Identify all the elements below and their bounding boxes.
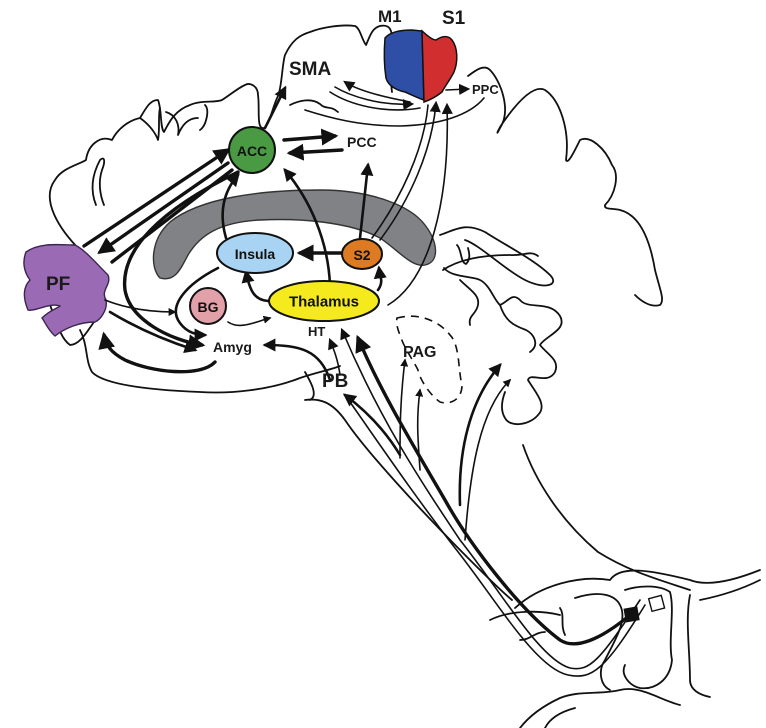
spinal-gray-2 [559,607,566,636]
frontal-cortex-outline [49,24,393,251]
pathway-acc-amyg [122,170,240,352]
node-bg[interactable]: BG [189,287,227,325]
pathway-insula-acc [221,173,240,240]
pathway-sma-s1-lower [329,91,421,111]
pathway-ht-amyg [262,338,332,382]
occipital-inner [442,252,539,271]
pathway-spinal-brainstem-1 [458,363,502,507]
ht-label: HT [308,324,325,339]
pathway-spinal-thalamus [355,334,632,646]
pathway-thalamus-s2 [373,265,387,292]
dorsal-horn-open-square [647,594,666,613]
pathway-amyg-pf [98,331,217,374]
node-thalamus[interactable]: Thalamus [268,280,380,322]
s1-label: S1 [442,8,466,29]
pathway-ppc-arc [304,97,485,127]
frontal-sulcus-1 [91,157,106,206]
node-acc[interactable]: ACC [228,126,276,174]
spinal-base-1 [519,688,681,728]
insula-label: Insula [235,246,276,262]
pathway-s2-pcc [358,162,374,240]
pathway-pcc-acc [286,143,344,161]
ppc-label: PPC [472,82,499,97]
cerebellum-lobe [499,304,537,353]
pathway-spinal-pag-1 [399,358,409,459]
pathways [82,80,646,677]
pathway-insula-amyg [174,266,220,342]
pathway-spinal-pb [342,393,402,457]
brainstem-anterior [304,398,513,601]
occipital-hook [456,244,471,265]
pathway-s1-ppc [445,83,471,96]
m1-label: M1 [378,7,402,26]
m1-s1-cortex [383,29,458,104]
pathway-spinal-parallel [344,394,646,677]
bg-label: BG [198,299,219,315]
amyg-label: Amyg [213,339,252,355]
sma-label: SMA [289,59,332,80]
pathway-acc-pcc [282,128,339,146]
pag-region[interactable] [395,315,463,404]
pathway-s2-s1-a [371,104,429,239]
pathway-bg-thalamus [227,315,272,327]
pathway-s2-s1-b [379,100,441,241]
pathway-thalamus-s1 [387,102,453,306]
calcarine-sulcus [439,226,555,287]
brain-outline [49,24,761,728]
pathway-acc-pf [97,161,230,254]
pf-label: PF [46,274,70,295]
spinal-outer-right [699,579,761,601]
s1-region[interactable] [421,29,458,104]
frontal-sulcus-3 [165,111,199,136]
node-s2[interactable]: S2 [341,238,383,270]
thalamus-label: Thalamus [289,294,359,311]
brainstem-dorsal [522,444,691,591]
pathway-pf-amyg [108,310,198,354]
pathway-spinal-brainstem-2 [464,378,512,541]
pathway-thalamus-insula [241,269,270,303]
pb-label: PB [322,371,348,392]
pathway-spinal-pag-2 [415,388,424,471]
dorsal-horn-filled-square [623,606,640,623]
corpus-callosum [152,189,437,280]
pcc-label: PCC [347,134,377,150]
spinal-outline-2 [489,610,561,621]
spinal-base-2 [544,707,576,728]
pathway-pb-ht [328,337,341,376]
cerebellum-folia [459,279,480,326]
cerebellum-outline [443,267,563,425]
pathway-acc-sma [263,85,287,130]
pf-region[interactable] [23,243,110,337]
spinal-gray-3 [622,585,673,690]
acc-label: ACC [237,143,267,159]
pathway-pf-bg [104,299,177,316]
pathway-thalamus-acc [283,168,332,287]
cingulate-sulcus [289,99,339,113]
frontal-sulcus-2 [139,107,161,141]
pag-label: PAG [403,344,436,361]
pathway-sma-s1 [334,86,415,111]
spinal-outline-1 [514,569,761,609]
parietal-outline [467,66,663,307]
pathway-pf-acc [82,148,231,248]
spinal-gray-4 [686,594,711,698]
m1-region[interactable] [383,29,425,102]
pathway-spinal-ht [340,327,641,670]
s2-label: S2 [353,247,370,263]
frontal-sulcus-4 [199,104,209,131]
temporal-outline [79,329,341,394]
node-insula[interactable]: Insula [216,232,294,274]
